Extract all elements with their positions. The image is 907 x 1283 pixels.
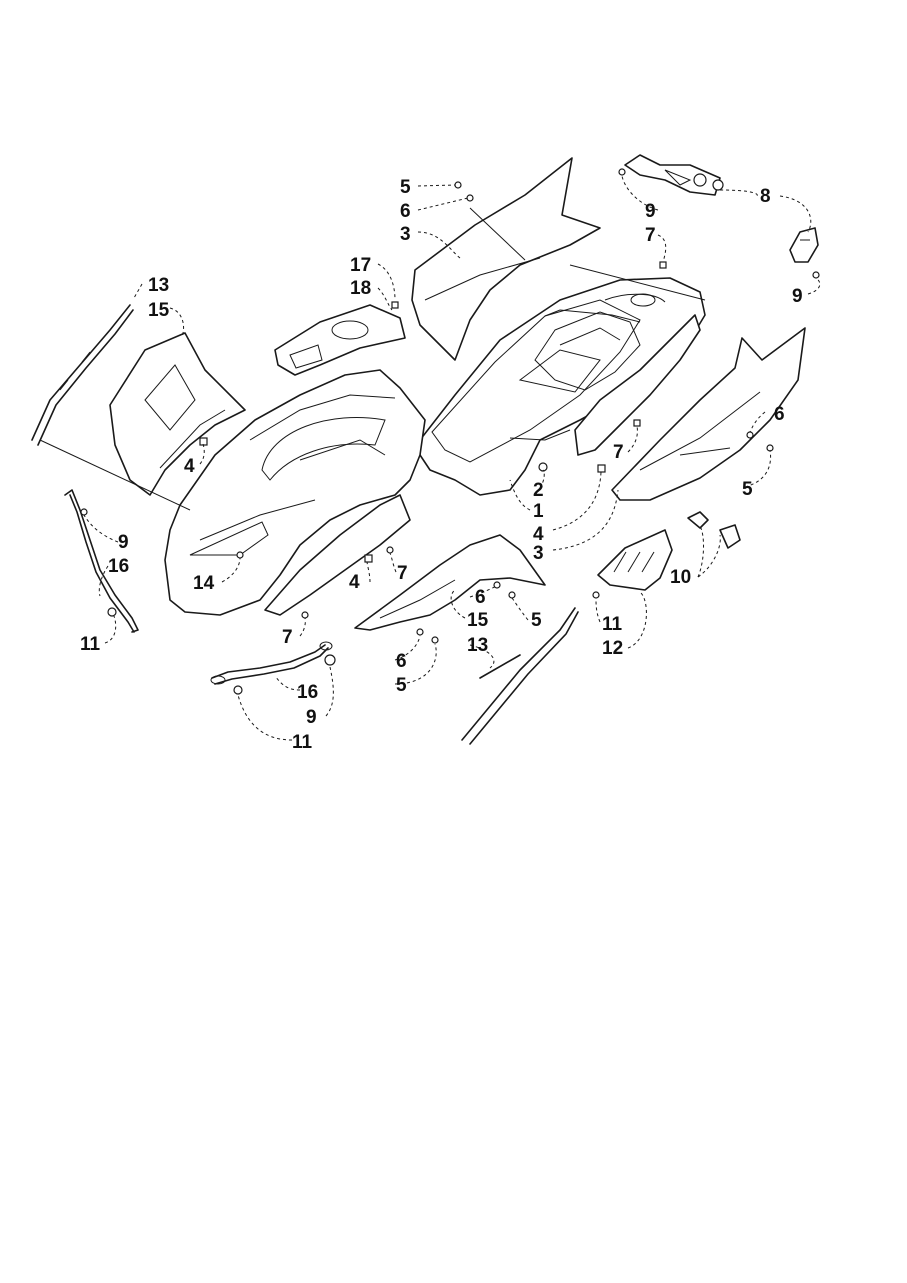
assembly-lines bbox=[39, 264, 706, 511]
callout-8: 8 bbox=[760, 186, 771, 207]
side-trim-strip-lower bbox=[461, 607, 579, 745]
fasteners bbox=[80, 168, 820, 695]
callout-4: 4 bbox=[184, 456, 195, 477]
callout-7: 7 bbox=[613, 442, 624, 463]
front-lower-fender bbox=[354, 534, 546, 631]
callout-17: 17 bbox=[350, 255, 371, 276]
callout-15: 15 bbox=[148, 300, 170, 321]
callout-10: 10 bbox=[670, 567, 691, 588]
callout-11: 11 bbox=[602, 614, 623, 635]
callout-5: 5 bbox=[742, 479, 753, 500]
callout-9: 9 bbox=[645, 201, 656, 222]
rear-fender-panel-right bbox=[611, 327, 806, 501]
rear-heat-shield bbox=[597, 529, 673, 591]
taillight-bracket bbox=[789, 227, 819, 263]
rear-inner-side-panel bbox=[574, 314, 701, 456]
callout-15: 15 bbox=[467, 610, 489, 631]
callout-1: 1 bbox=[533, 501, 544, 522]
callout-labels: 5 6 3 9 7 8 9 17 18 13 15 4 6 5 7 2 1 4 … bbox=[80, 177, 803, 753]
callout-5: 5 bbox=[400, 177, 411, 198]
callout-4: 4 bbox=[533, 524, 544, 545]
callout-3: 3 bbox=[400, 224, 411, 245]
callout-18: 18 bbox=[350, 278, 371, 299]
front-body-shell bbox=[164, 369, 426, 616]
callout-2: 2 bbox=[533, 480, 544, 501]
rear-fender-panel-left bbox=[411, 157, 601, 361]
callout-6: 6 bbox=[400, 201, 411, 222]
callout-7: 7 bbox=[397, 563, 408, 584]
front-storage-hood bbox=[109, 332, 246, 496]
callout-11: 11 bbox=[292, 732, 313, 753]
callout-6: 6 bbox=[774, 404, 785, 425]
callout-16: 16 bbox=[108, 556, 129, 577]
front-side-panel bbox=[264, 494, 411, 616]
rear-bracket bbox=[624, 154, 724, 196]
rear-clips bbox=[687, 511, 741, 549]
callout-5: 5 bbox=[396, 675, 407, 696]
callout-6: 6 bbox=[396, 651, 407, 672]
callout-13: 13 bbox=[148, 275, 169, 296]
callout-6: 6 bbox=[475, 587, 486, 608]
callout-9: 9 bbox=[306, 707, 317, 728]
callout-7: 7 bbox=[282, 627, 293, 648]
leader-lines bbox=[83, 175, 821, 741]
grab-bar-left bbox=[64, 489, 139, 633]
seat-support-tray bbox=[274, 304, 406, 376]
callout-13: 13 bbox=[467, 635, 488, 656]
callout-16: 16 bbox=[297, 682, 318, 703]
grab-bar-right bbox=[210, 641, 333, 685]
rear-body-shell bbox=[419, 277, 706, 496]
front-trim-strip bbox=[31, 304, 134, 446]
callout-5: 5 bbox=[531, 610, 542, 631]
rear-storage-box bbox=[534, 311, 641, 391]
callout-12: 12 bbox=[602, 638, 623, 659]
callout-3: 3 bbox=[533, 543, 544, 564]
callout-4: 4 bbox=[349, 572, 360, 593]
callout-9: 9 bbox=[792, 286, 803, 307]
callout-14: 14 bbox=[193, 573, 215, 594]
callout-11: 11 bbox=[80, 634, 101, 655]
callout-7: 7 bbox=[645, 225, 656, 246]
callout-9: 9 bbox=[118, 532, 129, 553]
